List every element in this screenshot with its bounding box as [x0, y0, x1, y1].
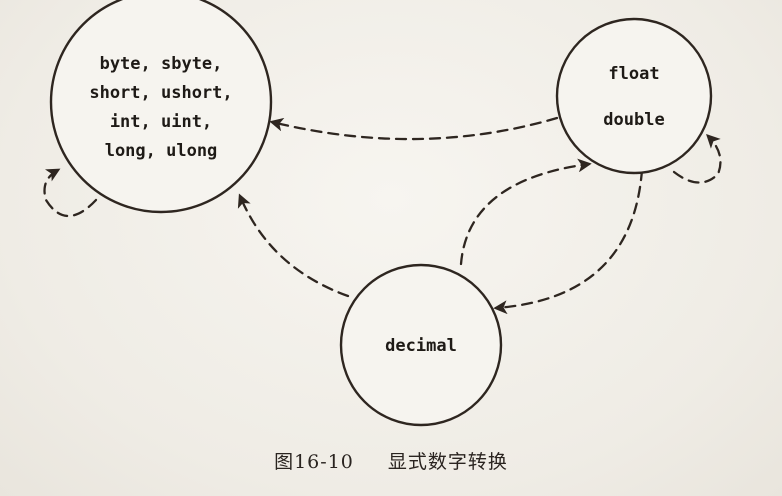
edge-floating-to-integers — [269, 116, 559, 141]
node-floating-line-1: float — [608, 64, 659, 84]
edge-integers-self-loop — [43, 168, 98, 217]
figure-title: 显式数字转换 — [387, 451, 508, 473]
node-integers-line-1: byte, sbyte, — [100, 54, 223, 74]
node-integers-line-4: long, ulong — [105, 141, 218, 161]
node-floating: float double — [555, 17, 713, 175]
node-floating-circle — [555, 17, 713, 175]
edge-floating-self-loop — [672, 134, 722, 184]
node-integers-circle — [49, 0, 273, 214]
figure-caption: 图16-10 显式数字转换 — [0, 447, 782, 474]
figure-number: 图16-10 — [274, 451, 354, 473]
node-decimal: decimal — [339, 263, 503, 427]
node-decimal-line-1: decimal — [385, 336, 457, 356]
edge-decimal-to-integers — [237, 193, 350, 298]
node-decimal-circle — [339, 263, 503, 427]
edge-decimal-to-floating — [459, 158, 592, 266]
node-integers-line-3: int, uint, — [110, 112, 212, 132]
node-integers-line-2: short, ushort, — [89, 83, 232, 103]
node-floating-line-2: double — [603, 110, 664, 130]
edge-floating-to-decimal — [493, 168, 644, 315]
node-integers: byte, sbyte, short, ushort, int, uint, l… — [49, 0, 273, 214]
